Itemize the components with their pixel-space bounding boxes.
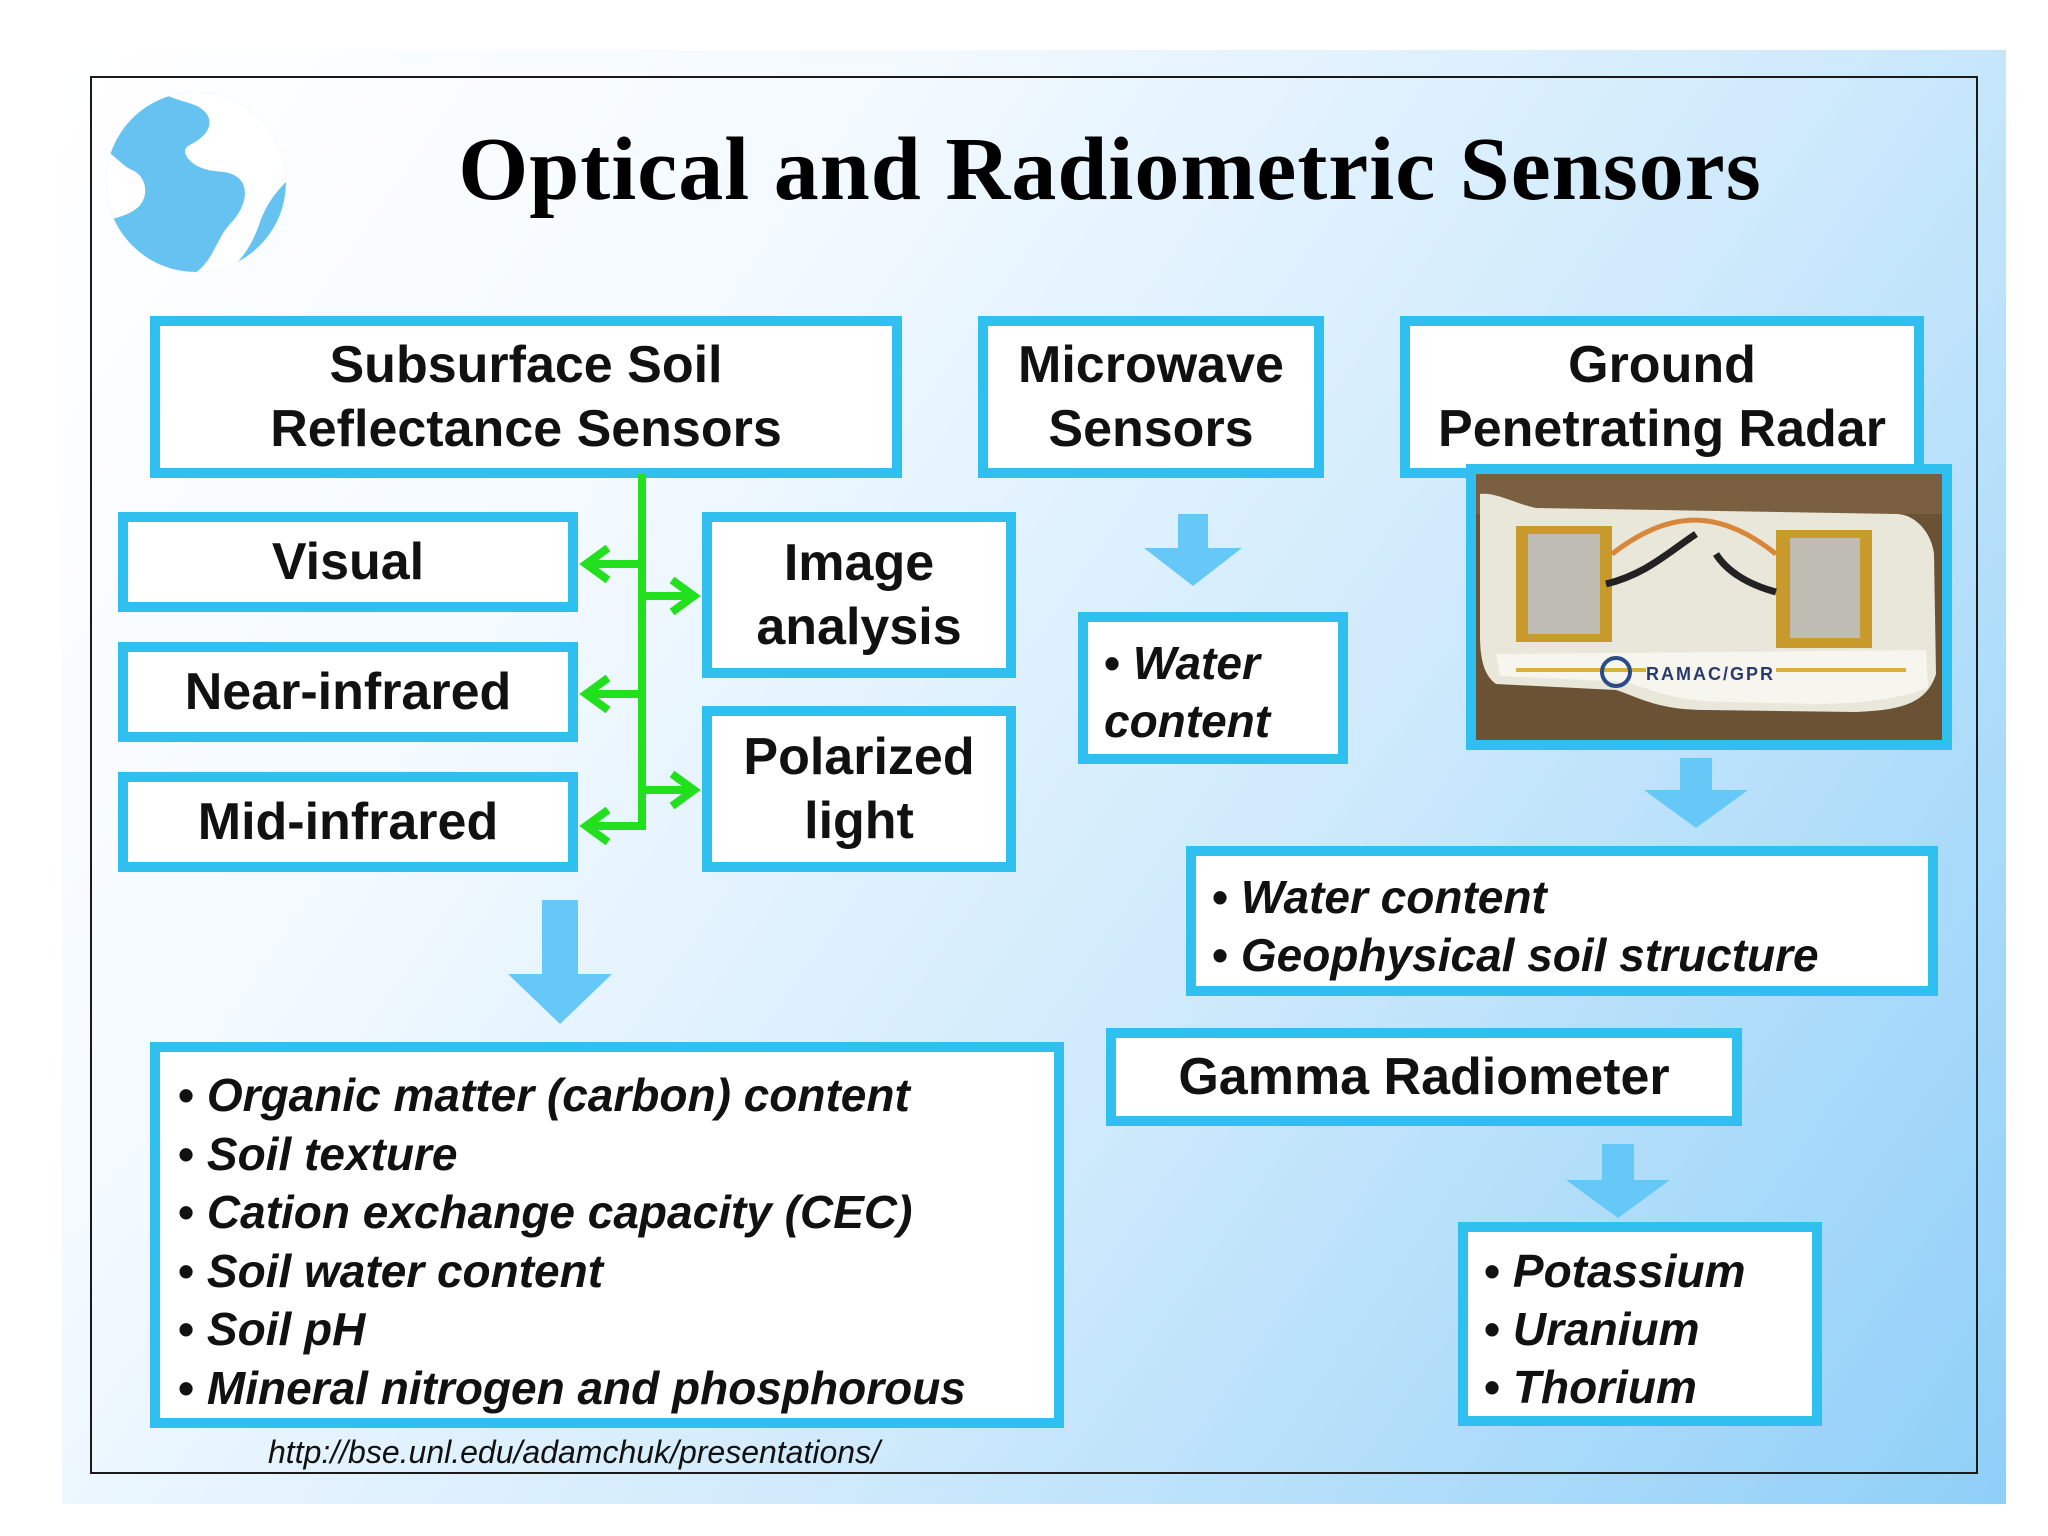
down-arrow-gpr [1644,758,1748,828]
gpr-heading-line-2: Penetrating Radar [1438,400,1886,458]
slide-title: Optical and Radiometric Sensors [458,120,1762,219]
gpr-photo: RAMAC/GPR [1466,464,1952,750]
reflectance-heading-line-1: Subsurface Soil [329,336,723,394]
polarized-light-box: Polarized light [702,706,1016,872]
reflectance-output-item: Cation exchange capacity (CEC) [178,1183,1036,1242]
reflectance-output-item: Mineral nitrogen and phosphorous [178,1359,1036,1418]
microwave-output-box: Water content [1078,612,1348,764]
reflectance-output-item: Soil pH [178,1300,1036,1359]
gamma-output-item: Potassium [1484,1242,1796,1300]
down-arrow-microwave [1144,514,1242,586]
slide-frame [90,76,1978,1474]
arrowhead-polarized [669,770,701,810]
reflectance-output-item: Soil texture [178,1125,1036,1184]
reflectance-sensors-box: Subsurface Soil Reflectance Sensors [150,316,902,478]
microwave-heading-line-1: Microwave [1018,336,1284,394]
reflectance-heading-line-2: Reflectance Sensors [270,400,782,458]
image-analysis-box: Image analysis [702,512,1016,678]
polarized-light-line-2: light [804,792,914,850]
gamma-heading: Gamma Radiometer [1178,1048,1670,1106]
arrowhead-visual [579,544,611,584]
gpr-device-image: RAMAC/GPR [1476,474,1942,740]
down-arrow-reflectance [508,900,612,1024]
visual-box: Visual [118,512,578,612]
down-arrow-gamma [1566,1144,1670,1218]
gpr-output-item: Geophysical soil structure [1212,926,1912,984]
gamma-output-item: Uranium [1484,1300,1796,1358]
mid-infrared-label: Mid-infrared [197,793,499,851]
source-url[interactable]: http://bse.unl.edu/adamchuk/presentation… [268,1434,880,1470]
arrowhead-mir [579,806,611,846]
mid-infrared-box: Mid-infrared [118,772,578,872]
gamma-radiometer-box: Gamma Radiometer [1106,1028,1742,1126]
arrowhead-image-analysis [669,576,701,616]
arrowhead-nir [579,674,611,714]
near-infrared-box: Near-infrared [118,642,578,742]
reflectance-output-item: Soil water content [178,1242,1036,1301]
visual-label: Visual [271,533,425,591]
gamma-output-box: Potassium Uranium Thorium [1458,1222,1822,1426]
near-infrared-label: Near-infrared [184,663,512,721]
microwave-sensors-box: Microwave Sensors [978,316,1324,478]
reflectance-output-box: Organic matter (carbon) content Soil tex… [150,1042,1064,1428]
gpr-output-item: Water content [1212,868,1912,926]
gpr-output-box: Water content Geophysical soil structure [1186,846,1938,996]
gamma-output-item: Thorium [1484,1358,1796,1416]
microwave-output-line-1: Water [1104,634,1322,692]
image-analysis-line-1: Image [783,534,935,592]
microwave-heading-line-2: Sensors [1048,400,1254,458]
globe-icon [106,92,286,272]
image-analysis-line-2: analysis [756,598,962,656]
reflectance-output-item: Organic matter (carbon) content [178,1066,1036,1125]
gpr-photo-label: RAMAC/GPR [1646,664,1775,684]
polarized-light-line-1: Polarized [743,728,975,786]
gpr-heading-line-1: Ground [1568,336,1756,394]
microwave-output-line-2: content [1104,695,1271,747]
